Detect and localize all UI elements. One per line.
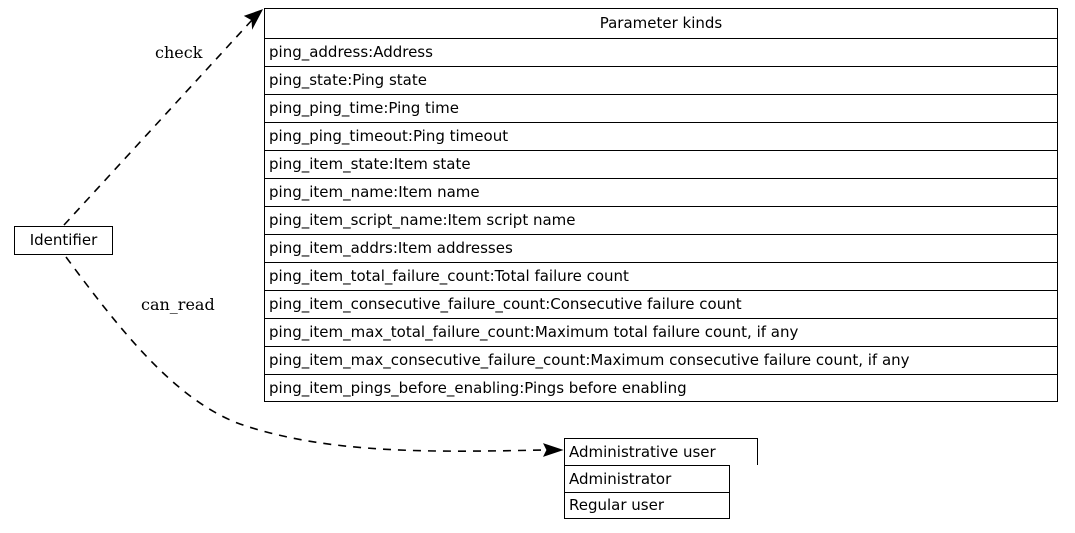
parameter-kinds-row[interactable]: ping_item_script_name:Item script name xyxy=(264,206,1058,234)
node-identifier[interactable]: Identifier xyxy=(14,226,113,255)
edge-can-read-arrowhead xyxy=(543,443,564,457)
parameter-kinds-row-label: ping_item_name:Item name xyxy=(269,183,480,201)
parameter-kinds-row[interactable]: ping_ping_time:Ping time xyxy=(264,94,1058,122)
administrative-user-row-label: Administrator xyxy=(569,469,672,488)
parameter-kinds-row-label: ping_item_addrs:Item addresses xyxy=(269,239,513,257)
parameter-kinds-row-label: ping_item_state:Item state xyxy=(269,155,471,173)
parameter-kinds-row-label: ping_item_consecutive_failure_count:Cons… xyxy=(269,295,742,313)
edge-check-line xyxy=(63,19,253,226)
parameter-kinds-row-label: ping_ping_timeout:Ping timeout xyxy=(269,127,509,145)
parameter-kinds-title: Parameter kinds xyxy=(264,8,1058,38)
edge-check-arrowhead xyxy=(243,9,264,30)
parameter-kinds-title-label: Parameter kinds xyxy=(599,14,723,32)
parameter-kinds-row[interactable]: ping_state:Ping state xyxy=(264,66,1058,94)
administrative-user-row[interactable]: Administrator xyxy=(564,465,730,492)
parameter-kinds-row-label: ping_item_total_failure_count:Total fail… xyxy=(269,267,629,285)
parameter-kinds-row[interactable]: ping_item_consecutive_failure_count:Cons… xyxy=(264,290,1058,318)
parameter-kinds-row[interactable]: ping_item_total_failure_count:Total fail… xyxy=(264,262,1058,290)
parameter-kinds-row[interactable]: ping_item_max_consecutive_failure_count:… xyxy=(264,346,1058,374)
parameter-kinds-row-label: ping_item_max_consecutive_failure_count:… xyxy=(269,351,910,369)
edge-label-can-read: can_read xyxy=(141,295,215,314)
parameter-kinds-row[interactable]: ping_item_state:Item state xyxy=(264,150,1058,178)
parameter-kinds-row[interactable]: ping_ping_timeout:Ping timeout xyxy=(264,122,1058,150)
parameter-kinds-row-label: ping_address:Address xyxy=(269,43,433,61)
administrative-user-title-label: Administrative user xyxy=(569,442,716,461)
parameter-kinds-row-label: ping_item_script_name:Item script name xyxy=(269,211,576,229)
parameter-kinds-row[interactable]: ping_item_name:Item name xyxy=(264,178,1058,206)
parameter-kinds-row-list: ping_address:Address ping_state:Ping stat… xyxy=(264,38,1058,402)
parameter-kinds-row[interactable]: ping_item_addrs:Item addresses xyxy=(264,234,1058,262)
parameter-kinds-row-label: ping_state:Ping state xyxy=(269,71,427,89)
parameter-kinds-row-label: ping_ping_time:Ping time xyxy=(269,99,459,117)
parameter-kinds-row-label: ping_item_pings_before_enabling:Pings be… xyxy=(269,378,687,397)
administrative-user-row[interactable]: Regular user xyxy=(564,492,730,519)
administrative-user-row-label: Regular user xyxy=(569,496,665,514)
parameter-kinds-row[interactable]: ping_address:Address xyxy=(264,38,1058,66)
parameter-kinds-row-label: ping_item_max_total_failure_count:Maximu… xyxy=(269,323,799,341)
administrative-user-title: Administrative user xyxy=(564,438,758,465)
parameter-kinds-row[interactable]: ping_item_pings_before_enabling:Pings be… xyxy=(264,374,1058,402)
parameter-kinds-row[interactable]: ping_item_max_total_failure_count:Maximu… xyxy=(264,318,1058,346)
node-identifier-label: Identifier xyxy=(29,231,98,249)
edge-label-check: check xyxy=(155,43,203,62)
edge-can-read-line xyxy=(65,256,546,452)
